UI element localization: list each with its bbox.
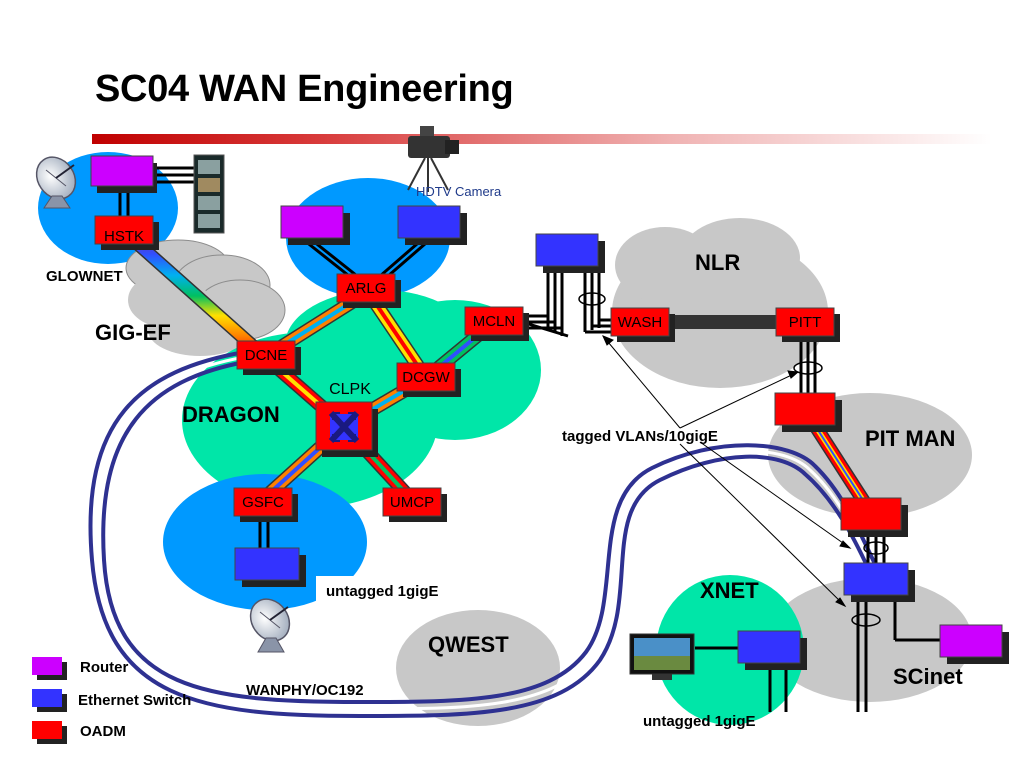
- legend-item-ethernet-switch: Ethernet Switch: [32, 689, 191, 712]
- node-label-umcp: UMCP: [390, 494, 434, 511]
- label-background: [316, 576, 456, 604]
- oadm-hstk[interactable]: HSTK: [94, 215, 159, 250]
- cloud-xnet: [656, 575, 804, 725]
- cloud-label-pit-man: PIT MAN: [865, 426, 955, 451]
- title-underline: [92, 134, 992, 144]
- oadm-dcne[interactable]: DCNE: [236, 340, 301, 375]
- cloud-label-glownet: GLOWNET: [46, 268, 123, 285]
- cloud-label-gig-ef: GIG-EF: [95, 320, 171, 345]
- wanphy-fiber-loop: [88, 350, 878, 719]
- tagged-vlans-label: tagged VLANs/10gigE: [562, 428, 718, 445]
- router-scinet[interactable]: [939, 624, 1009, 664]
- cloud-qwest: [396, 610, 560, 726]
- oadm-wash[interactable]: WASH: [610, 307, 675, 342]
- node-label-clpk: CLPK: [329, 381, 371, 398]
- video-camera-icon: [407, 126, 459, 192]
- switch-xnet[interactable]: [737, 630, 807, 670]
- switch-scinet[interactable]: [843, 562, 915, 602]
- legend-label-oadm: OADM: [80, 723, 126, 740]
- satellite-dish-icon: [35, 156, 77, 209]
- annotation-arrows: [602, 335, 852, 608]
- node-label-wash: WASH: [618, 314, 662, 331]
- legend: Router Ethernet Switch OADM: [32, 657, 191, 744]
- node-label-mcln: MCLN: [473, 313, 516, 330]
- node-label-dcgw: DCGW: [402, 369, 450, 386]
- cloud-label-xnet: XNET: [700, 578, 759, 603]
- oadm-dcgw[interactable]: DCGW: [396, 362, 461, 397]
- router-arlg-left[interactable]: [280, 205, 350, 245]
- switch-arlg-right[interactable]: [397, 205, 467, 245]
- oadm-pit-man-top[interactable]: [774, 392, 842, 432]
- switch-mcln-top[interactable]: [535, 233, 605, 273]
- node-label-gsfc: GSFC: [242, 494, 284, 511]
- oadm-clpk[interactable]: [315, 401, 378, 457]
- cloud-label-qwest: QWEST: [428, 632, 509, 657]
- node-label-arlg: ARLG: [346, 280, 387, 297]
- slide-title: SC04 WAN Engineering: [95, 68, 514, 110]
- router-hstk-top[interactable]: [90, 155, 157, 193]
- hdtv-camera-label: HDTV Camera: [416, 184, 502, 199]
- cloud-label-nlr: NLR: [695, 250, 740, 275]
- cloud-label-dragon: DRAGON: [182, 402, 280, 427]
- untagged-gsfc-label: untagged 1gigE: [326, 583, 439, 600]
- oadm-arlg[interactable]: ARLG: [336, 273, 401, 308]
- switch-gsfc-bottom[interactable]: [234, 547, 306, 587]
- monitor-icon: [629, 633, 695, 680]
- legend-label-ethernet-switch: Ethernet Switch: [78, 692, 191, 709]
- cloud-nlr: [612, 218, 828, 388]
- node-label-pitt: PITT: [789, 314, 822, 331]
- node-label-dcne: DCNE: [245, 347, 288, 364]
- oadm-pit-man-bottom[interactable]: [840, 497, 908, 537]
- satellite-dish-icon: [249, 598, 291, 653]
- wanphy-fiber-loop-inner: [95, 355, 874, 711]
- cloud-label-scinet: SCinet: [893, 664, 963, 689]
- oadm-mcln[interactable]: MCLN: [464, 306, 529, 341]
- node-label-hstk: HSTK: [104, 228, 144, 245]
- oadm-pitt[interactable]: PITT: [775, 307, 840, 342]
- cloud-scinet: [768, 578, 972, 702]
- legend-label-router: Router: [80, 659, 128, 676]
- oadm-umcp[interactable]: UMCP: [382, 487, 447, 522]
- wanphy-label: WANPHY/OC192: [246, 682, 364, 699]
- untagged-xnet-label: untagged 1gigE: [643, 713, 756, 730]
- server-rack-icon: [193, 154, 225, 234]
- oadm-gsfc[interactable]: GSFC: [233, 487, 298, 522]
- legend-item-router: Router: [32, 657, 128, 680]
- legend-item-oadm: OADM: [32, 721, 126, 744]
- bundle-rings: [578, 292, 889, 627]
